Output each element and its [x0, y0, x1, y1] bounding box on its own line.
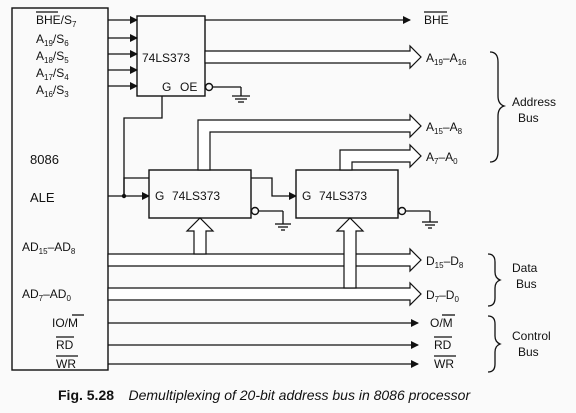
- ale-label: ALE: [30, 190, 55, 205]
- latch-2-input-arrow: [185, 217, 215, 255]
- output-o-m-label: O/M: [430, 314, 455, 330]
- input-io-m-label: IO/M: [52, 314, 84, 330]
- data-bus-label-1: Data: [512, 261, 538, 275]
- input-bhe-label: BHE/S7: [36, 11, 77, 29]
- data-bus-brace: [487, 253, 502, 307]
- svg-text:BHE/S7: BHE/S7: [36, 13, 77, 29]
- latch-1-oe-pin: OE: [180, 80, 197, 94]
- input-a17-label: A17/S4: [36, 66, 69, 82]
- address-bus-brace: [489, 51, 507, 163]
- svg-text:WR: WR: [56, 357, 76, 371]
- input-rd-label: RD: [56, 336, 74, 352]
- control-bus-brace: [487, 315, 502, 373]
- address-bus-label-1: Address: [512, 95, 556, 109]
- latch-1-label: 74LS373: [142, 51, 190, 65]
- latch-3-label: 74LS373: [319, 189, 367, 203]
- ale-wires: [108, 96, 297, 200]
- input-wr-label: WR: [56, 355, 78, 371]
- output-wr-label: WR: [434, 355, 456, 371]
- a15-a8-bus-arrow: [197, 113, 422, 171]
- d15-d8-bus-arrow: [107, 247, 422, 273]
- d7-d0-bus-arrow: [107, 281, 422, 307]
- address-bus-label-2: Bus: [518, 111, 539, 125]
- input-a19-label: A19/S6: [36, 32, 69, 48]
- input-a18-label: A18/S5: [36, 49, 69, 65]
- input-ad15-8-label: AD15–AD8: [22, 240, 76, 256]
- svg-text:IO/M: IO/M: [52, 316, 78, 330]
- output-a19-a16-label: A19–A16: [426, 51, 467, 67]
- processor-name: 8086: [30, 152, 59, 167]
- svg-text:O/M: O/M: [430, 316, 453, 330]
- input-ad7-0-label: AD7–AD0: [22, 287, 71, 303]
- output-d15-d8-label: D15–D8: [426, 254, 464, 270]
- control-bus-label-1: Control: [512, 329, 551, 343]
- latch-1-input-wires: [108, 16, 138, 90]
- a19-a16-bus-arrow: [204, 44, 422, 70]
- latch-1-g-pin: G: [162, 80, 171, 94]
- latch-1-oe-bubble: [204, 82, 214, 92]
- output-a7-a0-label: A7–A0: [426, 150, 458, 166]
- latch-1-block: [136, 15, 206, 97]
- data-bus-label-2: Bus: [516, 277, 537, 291]
- output-bhe-label: BHE: [424, 11, 449, 27]
- svg-text:RD: RD: [56, 338, 74, 352]
- output-d7-d0-label: D7–D0: [426, 288, 459, 304]
- input-a16-label: A16/S3: [36, 83, 69, 99]
- output-a15-a8-label: A15–A8: [426, 120, 463, 136]
- latch-3-g-pin: G: [302, 189, 311, 203]
- ground-icon: [275, 211, 291, 231]
- latch-2-g-pin: G: [155, 189, 164, 203]
- svg-text:WR: WR: [434, 357, 454, 371]
- control-bus-label-2: Bus: [518, 345, 539, 359]
- figure-caption: Fig. 5.28 Demultiplexing of 20-bit addre…: [58, 387, 471, 404]
- svg-text:RD: RD: [434, 338, 452, 352]
- latch-3-input-arrow: [335, 217, 365, 289]
- processor-8086-block: [11, 7, 109, 371]
- svg-text:BHE: BHE: [424, 13, 449, 27]
- latch-2-label: 74LS373: [172, 189, 220, 203]
- ground-icon: [232, 87, 250, 103]
- ground-icon: [422, 211, 438, 229]
- svg-text:OE: OE: [180, 80, 197, 94]
- a7-a0-bus-arrow: [339, 143, 422, 171]
- latch-2-block: [148, 169, 252, 219]
- output-rd-label: RD: [434, 336, 452, 352]
- latch-2-oe-bubble: [250, 206, 260, 216]
- latch-3-oe-bubble: [397, 206, 407, 216]
